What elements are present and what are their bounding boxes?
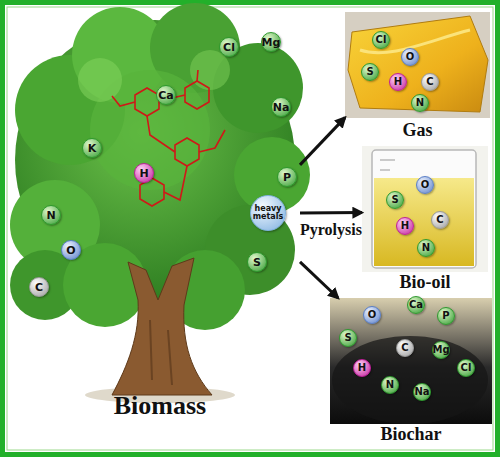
element-circle: N (417, 239, 435, 257)
biomass-tree: Biomass Cl MgCaNaK H Pheavy metals N O S C (8, 10, 300, 432)
biochar-photo (330, 298, 492, 424)
element-circle: C (421, 73, 439, 91)
element-symbol: C (401, 343, 408, 353)
element-circle: H (353, 359, 371, 377)
element-circle: O (416, 176, 434, 194)
element-symbol: H (358, 363, 366, 373)
element-circle: P (277, 167, 297, 187)
panel-label: Biochar (330, 425, 492, 445)
element-symbol: heavy metals (251, 205, 285, 221)
element-circle: H (134, 163, 154, 183)
element-symbol: Cl (223, 42, 235, 53)
panel-label: Bio-oil (362, 273, 488, 293)
element-circle: C (29, 277, 49, 297)
element-circle: N (41, 205, 61, 225)
inner-frame (7, 7, 493, 450)
element-circle: O (363, 306, 381, 324)
element-symbol: S (391, 195, 398, 205)
element-circle: Mg (432, 341, 450, 359)
bio-oil-panel: Bio-oil S O H C N (362, 146, 488, 294)
element-circle: Ca (407, 296, 425, 314)
element-symbol: S (344, 333, 351, 343)
element-symbol: C (436, 215, 443, 225)
element-circle: N (411, 94, 429, 112)
element-symbol: C (426, 77, 433, 87)
panel-label: Gas (345, 121, 490, 141)
element-circle: Cl (219, 37, 239, 57)
element-symbol: Mg (432, 345, 449, 355)
element-symbol: Na (414, 387, 429, 397)
element-circle: heavy metals (250, 195, 286, 231)
element-circle: Cl (372, 31, 390, 49)
process-label: Pyrolysis (300, 221, 362, 239)
element-symbol: S (253, 257, 261, 268)
element-circle: O (61, 240, 81, 260)
element-symbol: N (416, 98, 424, 108)
element-circle: P (437, 307, 455, 325)
element-symbol: O (406, 52, 415, 62)
element-circle: H (389, 73, 407, 91)
element-symbol: N (422, 243, 430, 253)
gas-panel: Gas ClS O H C N (345, 12, 490, 144)
gas-bag-photo (345, 12, 490, 118)
bio-oil-beaker-photo (362, 146, 488, 272)
element-circle: C (396, 339, 414, 357)
frame (3, 3, 498, 455)
element-symbol: S (366, 67, 373, 77)
element-symbol: H (394, 77, 402, 87)
element-symbol: Ca (158, 90, 174, 101)
element-symbol: N (386, 380, 394, 390)
element-circle: O (401, 48, 419, 66)
element-symbol: O (66, 245, 75, 256)
element-circle: K (82, 138, 102, 158)
element-circle: S (247, 252, 267, 272)
element-symbol: Mg (262, 37, 281, 48)
element-circle: N (381, 376, 399, 394)
element-symbol: O (368, 310, 377, 320)
element-circle: S (386, 191, 404, 209)
element-symbol: Cl (461, 363, 472, 373)
element-circle: Ca (156, 85, 176, 105)
element-circle: C (431, 211, 449, 229)
panel-label: Biomass (90, 392, 230, 421)
element-symbol: O (421, 180, 430, 190)
process-arrow (300, 211, 362, 214)
element-symbol: Na (273, 102, 290, 113)
element-symbol: P (283, 172, 291, 183)
element-circle: Mg (261, 32, 281, 52)
element-symbol: C (35, 282, 43, 293)
element-symbol: N (46, 210, 55, 221)
element-circle: S (339, 329, 357, 347)
process-arrow (300, 262, 338, 298)
element-circle: S (361, 63, 379, 81)
element-symbol: Ca (409, 300, 423, 310)
element-symbol: H (401, 221, 409, 231)
element-circle: Na (413, 383, 431, 401)
tree (10, 3, 310, 403)
element-symbol: K (88, 143, 97, 154)
element-symbol: P (442, 311, 449, 321)
process-arrow (300, 118, 345, 165)
element-symbol: H (139, 168, 148, 179)
element-circle: Cl (457, 359, 475, 377)
element-symbol: Cl (376, 35, 387, 45)
biochar-panel: Biochar S O CaP H C MgClN Na (330, 298, 492, 448)
element-circle: H (396, 217, 414, 235)
element-circle: Na (271, 97, 291, 117)
